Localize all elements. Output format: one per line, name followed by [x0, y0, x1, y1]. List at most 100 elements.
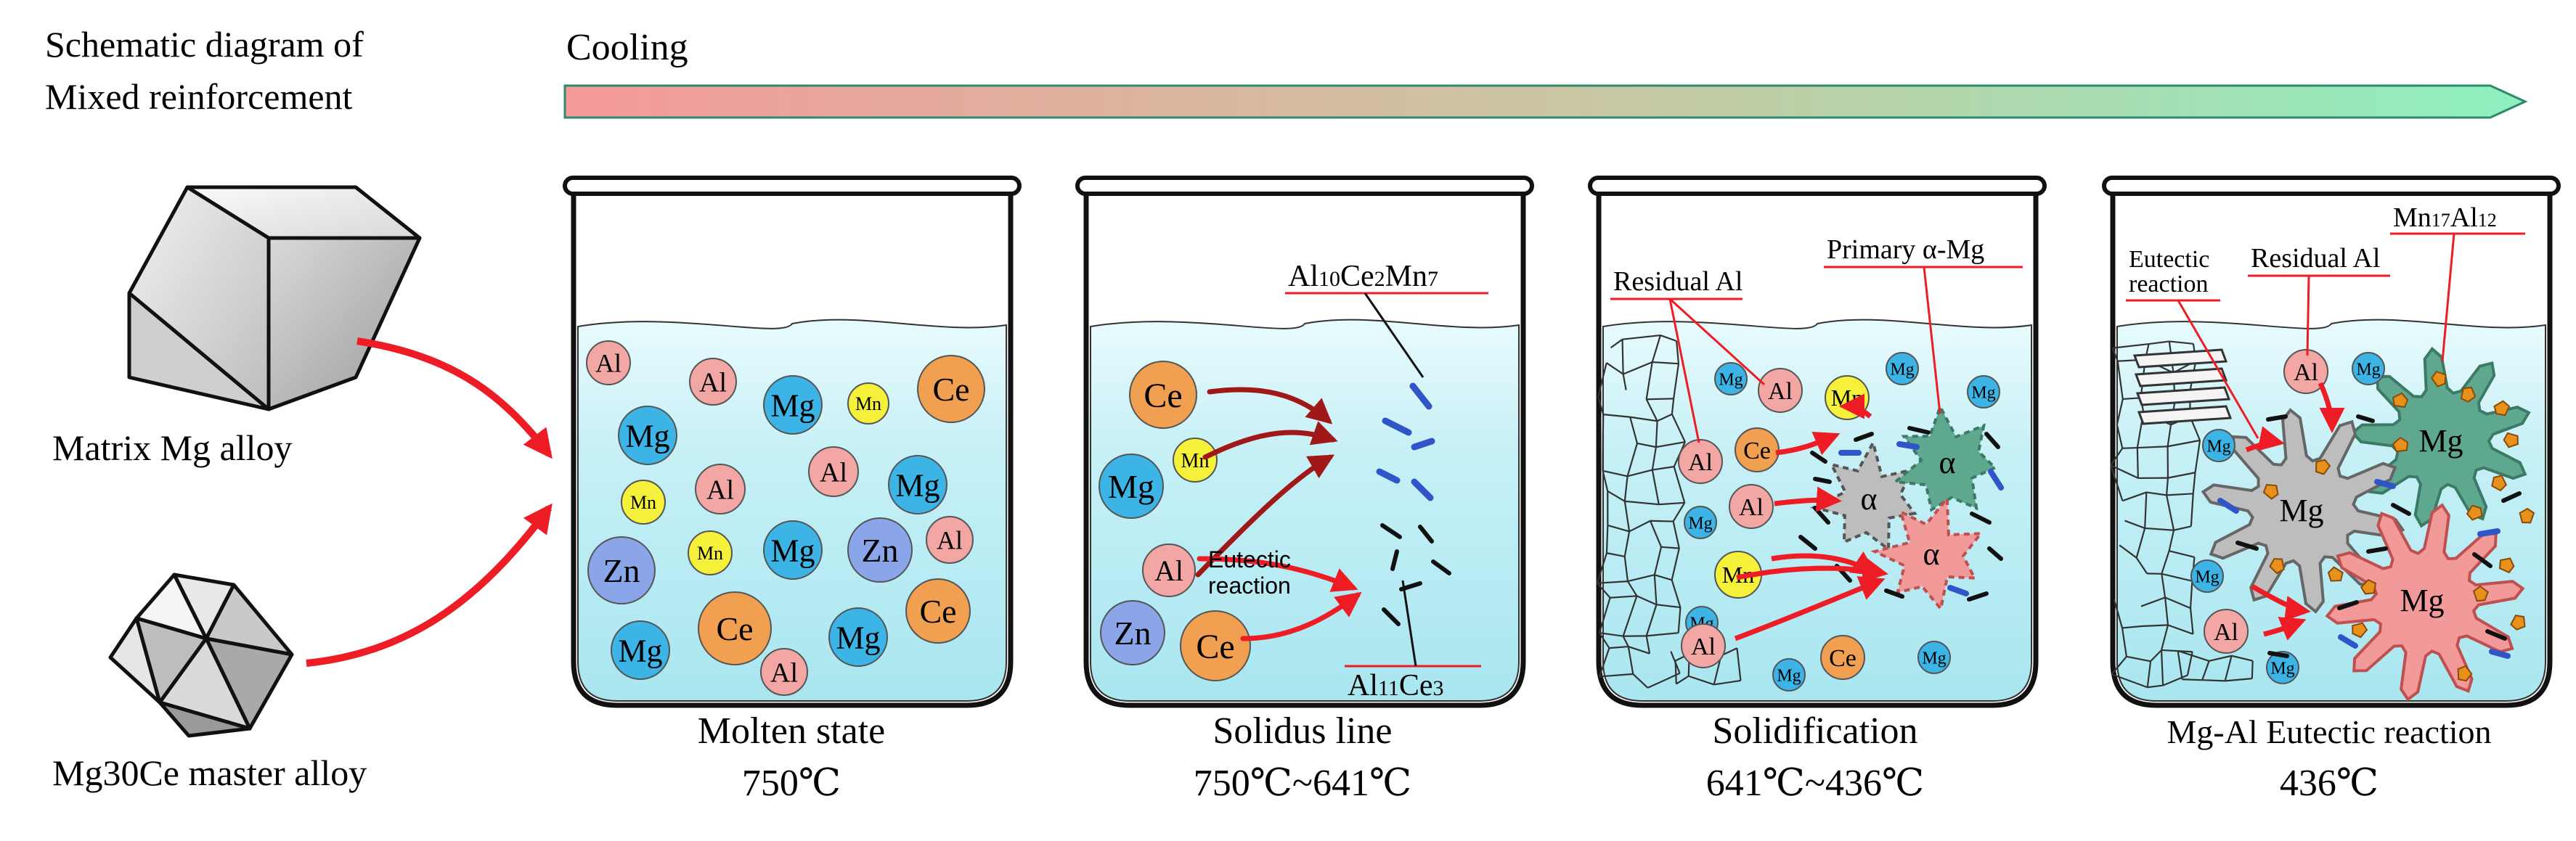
atom-al: Al [926, 517, 973, 563]
title-line-2: Mixed reinforcement [45, 76, 353, 117]
atom-al: Al [587, 341, 630, 385]
atom-mg: Mg [1886, 353, 1918, 385]
atom-ce: Ce [1181, 611, 1250, 681]
atom-zn: Zn [848, 518, 912, 582]
svg-text:Mn: Mn [630, 492, 656, 513]
title-line-1: Schematic diagram of [45, 24, 364, 65]
eutectic-reaction-text-2: reaction [1208, 573, 1291, 599]
atom-mg: Mg [2203, 430, 2235, 461]
svg-text:Al: Al [706, 475, 734, 505]
svg-text:Mg: Mg [1890, 360, 1914, 379]
atom-zn: Zn [1101, 601, 1165, 665]
precipitate [1899, 444, 1917, 447]
atom-al: Al [1758, 369, 1802, 412]
svg-text:Ce: Ce [1144, 377, 1182, 415]
svg-text:Mg: Mg [618, 633, 662, 668]
svg-text:Al: Al [937, 526, 963, 555]
svg-text:Ce: Ce [1196, 628, 1234, 666]
cooling-gradient-arrow [565, 86, 2525, 118]
atom-mg: Mg [619, 406, 677, 464]
atom-mg: Mg [1099, 454, 1163, 518]
atom-al: Al [1143, 544, 1195, 596]
stage-1-temp: 750℃ [742, 763, 841, 804]
stage-1-name: Molten state [698, 710, 886, 752]
svg-text:Residual Al: Residual Al [2251, 243, 2380, 274]
svg-text:Zn: Zn [603, 552, 640, 589]
svg-text:Mg: Mg [1971, 383, 1995, 402]
matrix-to-melt-arrow [357, 341, 549, 454]
svg-text:Mg: Mg [2270, 659, 2294, 678]
svg-text:reaction: reaction [2129, 271, 2209, 298]
precipitate [2480, 531, 2498, 534]
precipitate [2270, 653, 2287, 656]
eutectic-reaction-text-1: Eutectic [1208, 546, 1291, 573]
svg-text:Al: Al [2214, 619, 2238, 646]
atom-mg: Mg [2191, 560, 2223, 592]
atom-mg: Mg [1684, 506, 1716, 538]
svg-text:Mn: Mn [1181, 450, 1210, 472]
stage-2-temp: 750℃~641℃ [1194, 763, 1411, 804]
svg-text:Ce: Ce [1829, 645, 1856, 672]
svg-text:Al: Al [699, 367, 727, 398]
svg-text:Mg: Mg [2195, 567, 2219, 586]
atom-mg: Mg [829, 608, 887, 666]
mg30ce-master-alloy-label: Mg30Ce master alloy [52, 752, 367, 793]
atom-al: Al [696, 464, 745, 514]
atom-mg: Mg [1968, 376, 2000, 408]
svg-text:Mg: Mg [1922, 649, 1946, 668]
atom-mn: Mn [848, 383, 889, 424]
matrix-mg-alloy-label: Matrix Mg alloy [52, 427, 293, 468]
atom-ce: Ce [906, 579, 970, 643]
atom-mg: Mg [1715, 363, 1747, 395]
svg-text:Mg: Mg [1108, 468, 1154, 505]
svg-text:Mg: Mg [770, 387, 815, 423]
atom-zn: Zn [588, 537, 655, 604]
svg-text:Residual Al: Residual Al [1613, 266, 1743, 297]
atom-al: Al [1729, 485, 1773, 528]
svg-text:Mg: Mg [1688, 514, 1712, 533]
svg-text:Ce: Ce [932, 371, 969, 408]
atom-al: Al [809, 447, 858, 496]
svg-text:Mg: Mg [1777, 666, 1801, 685]
stage-3-temp: 641℃~436℃ [1706, 763, 1924, 804]
atom-ce: Ce [698, 592, 771, 665]
beaker-rim [2104, 178, 2559, 194]
mg-grain-label-pink: Mg [2400, 583, 2444, 618]
atom-mg: Mg [889, 456, 947, 514]
svg-text:Mg: Mg [770, 533, 815, 568]
precipitate [2368, 549, 2386, 551]
svg-text:Ce: Ce [1743, 438, 1771, 464]
atom-ce: Ce [1130, 361, 1197, 428]
stage-4-name: Mg-Al Eutectic reaction [2167, 713, 2491, 750]
mg30ce-master-alloy-icon [110, 575, 292, 736]
atom-ce: Ce [1735, 428, 1779, 472]
mg-grain-label-green: Mg [2418, 423, 2463, 459]
svg-text:Al: Al [1688, 449, 1713, 476]
svg-text:Mg: Mg [836, 620, 880, 655]
svg-text:Ce: Ce [919, 593, 956, 630]
svg-text:Primary α-Mg: Primary α-Mg [1827, 234, 1984, 265]
svg-text:Mg: Mg [2206, 437, 2230, 456]
atom-al: Al [761, 649, 807, 695]
cooling-label: Cooling [566, 27, 688, 68]
svg-text:Ce: Ce [716, 610, 753, 647]
svg-text:Mg: Mg [1719, 370, 1743, 389]
svg-text:Mg: Mg [2356, 360, 2380, 379]
beaker-rim [1590, 178, 2045, 194]
svg-text:Al: Al [595, 349, 621, 378]
svg-text:Mg: Mg [895, 467, 939, 503]
svg-text:Mn: Mn [697, 543, 723, 564]
atom-ce: Ce [1821, 636, 1864, 679]
atom-al: Al [1679, 440, 1722, 483]
svg-text:Al: Al [2294, 359, 2318, 386]
master-to-melt-arrow [306, 508, 549, 663]
atom-al: Al [690, 358, 736, 405]
svg-text:Mn: Mn [855, 393, 881, 414]
alpha-label-1: α [1860, 481, 1877, 517]
svg-text:Zn: Zn [861, 532, 898, 569]
atom-mn: Mn [621, 480, 665, 524]
svg-text:Mg: Mg [625, 418, 669, 454]
atom-al: Al [1682, 624, 1725, 668]
